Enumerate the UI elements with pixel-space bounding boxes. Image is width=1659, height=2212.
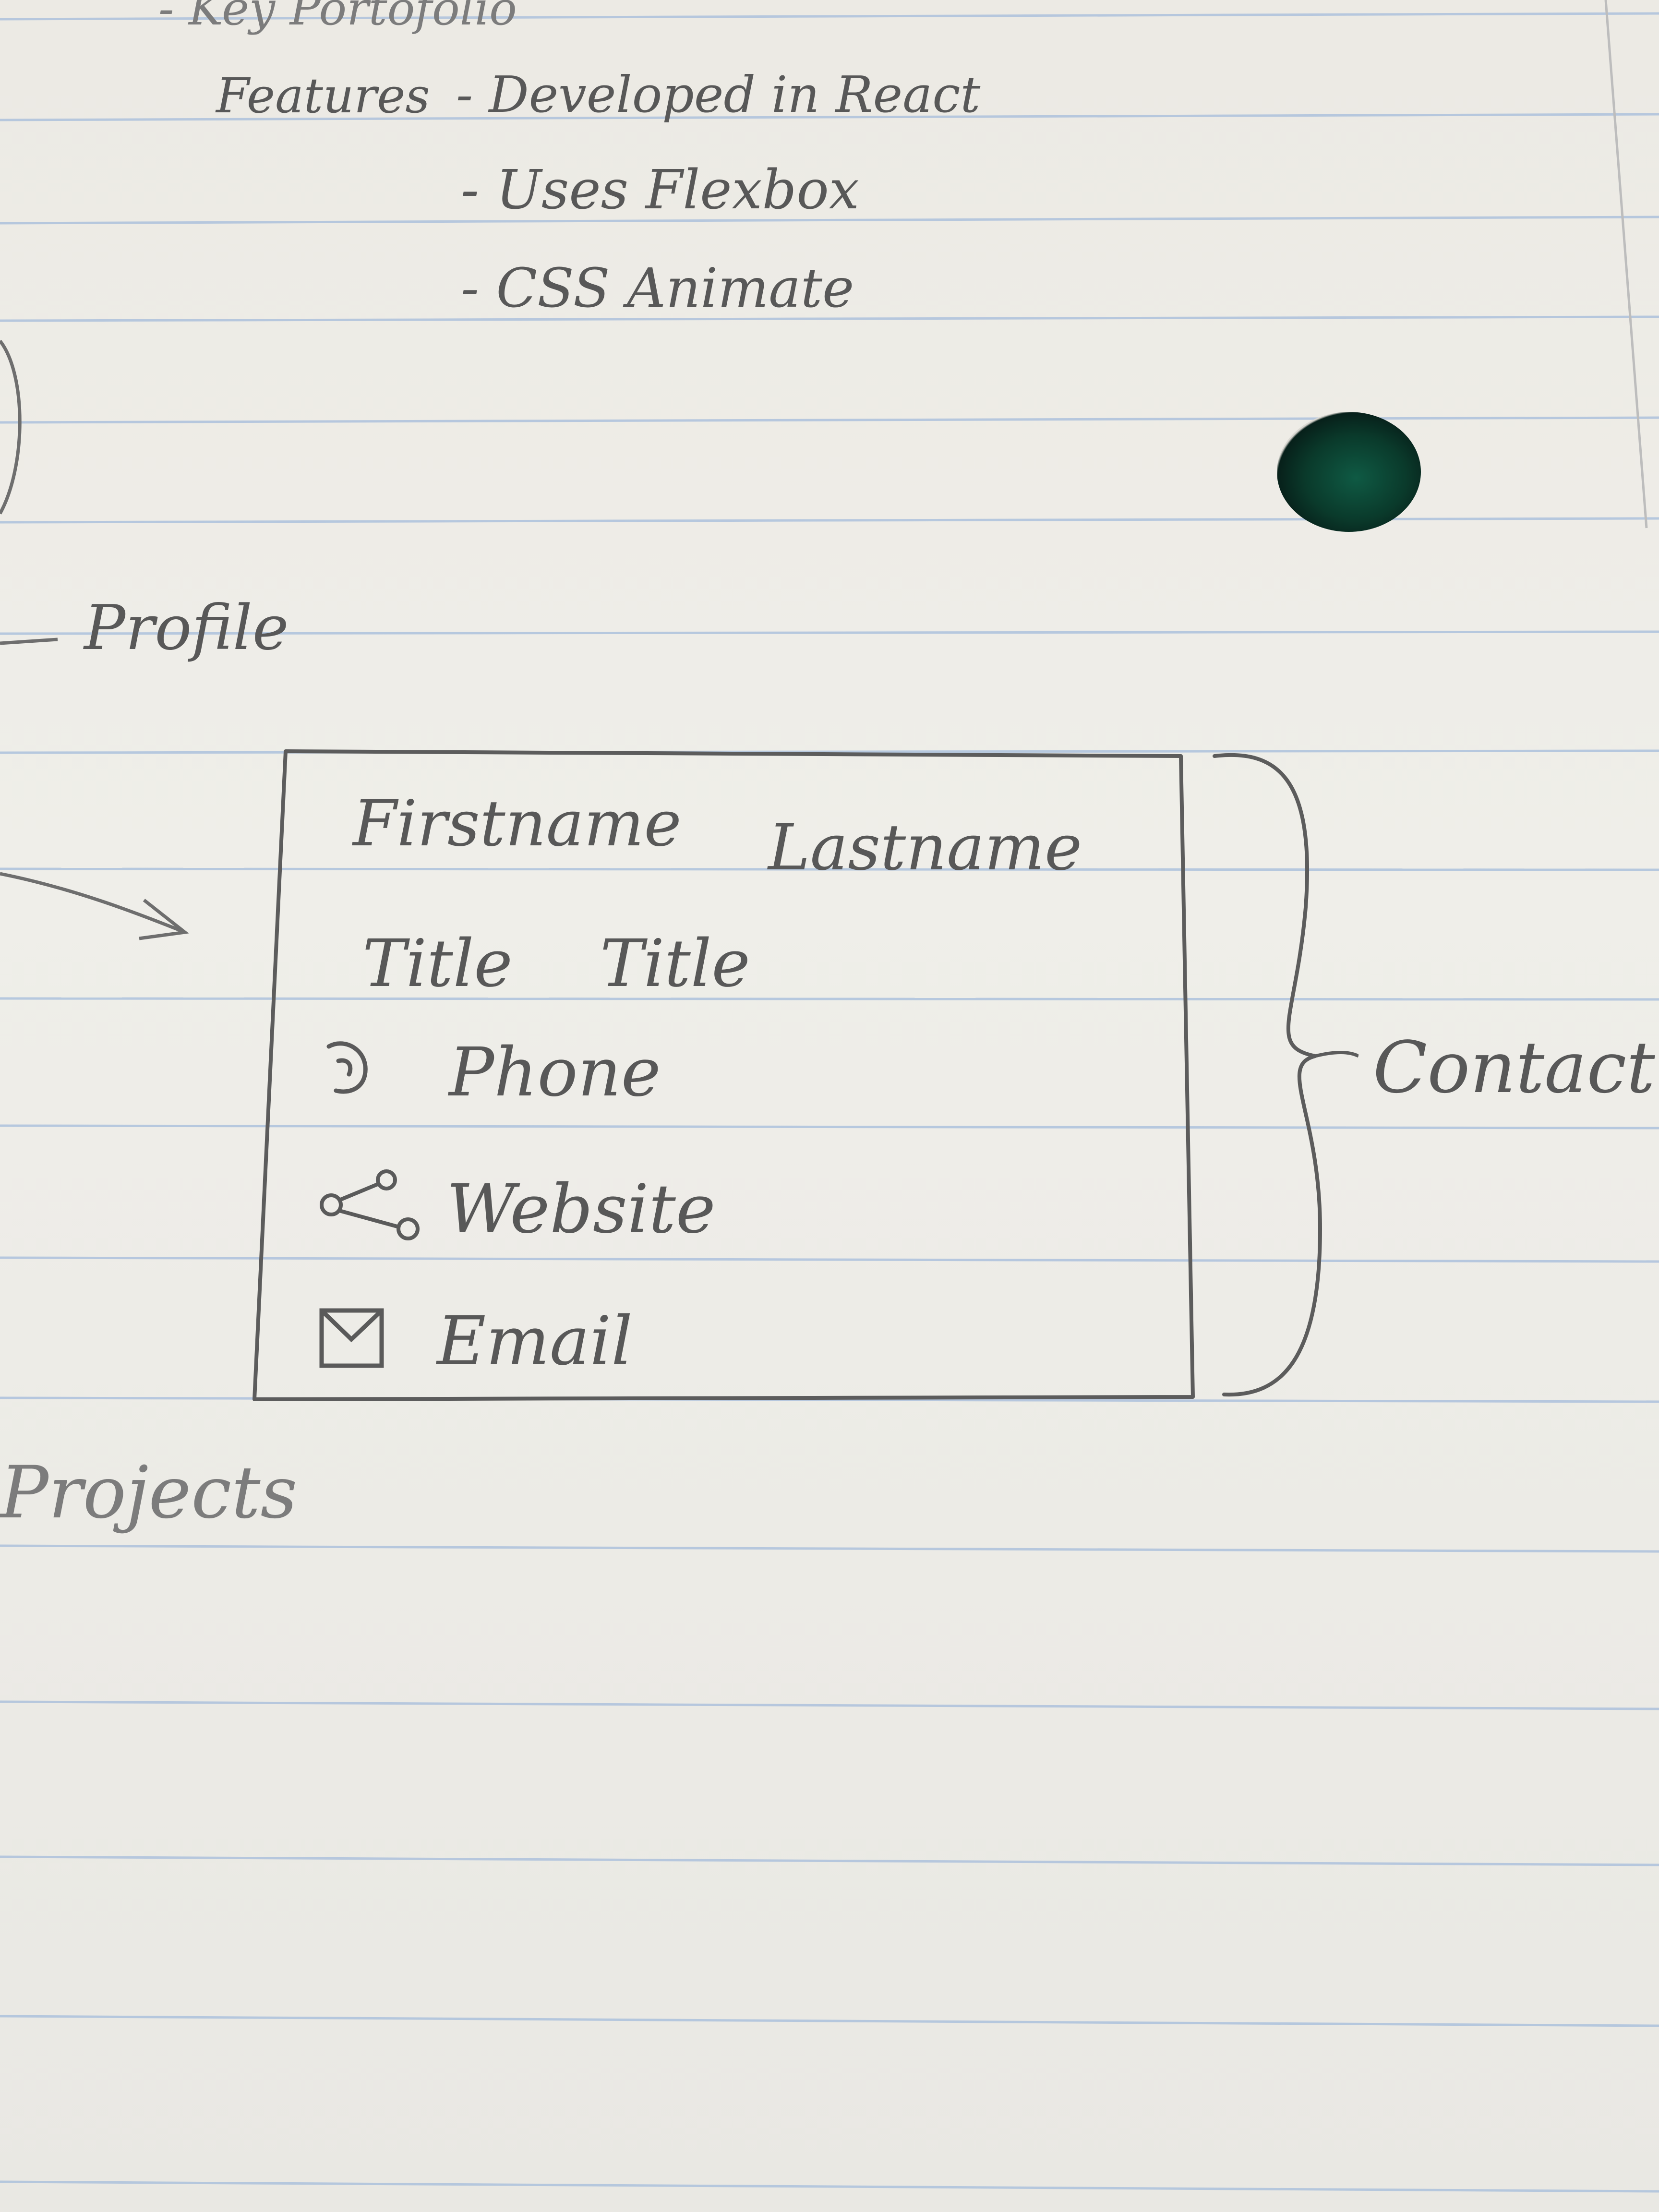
contact-brace (1213, 753, 1358, 1397)
share-icon (320, 1169, 420, 1240)
profile-card-frame (252, 749, 1195, 1401)
card-website: Website (446, 1170, 716, 1249)
profile-connector-lines (0, 339, 189, 940)
card-last-name: Lastname (768, 811, 1082, 885)
projects-label: Projects (0, 1451, 298, 1535)
card-first-name: Firstname (353, 787, 682, 861)
punch-hole (1277, 412, 1421, 532)
feature-item-css: - CSS Animate (461, 257, 854, 320)
feature-item-react: - Developed in React (456, 65, 981, 124)
card-title-2: Title (600, 926, 750, 1002)
card-email: Email (437, 1302, 633, 1381)
contact-label: Contact (1373, 1026, 1655, 1109)
note-top-line: - Key Portofolio (158, 0, 517, 36)
phone-icon (326, 1041, 368, 1094)
profile-label: Profile (84, 592, 289, 664)
features-label: Features (216, 68, 430, 124)
email-icon (319, 1308, 384, 1368)
card-phone: Phone (449, 1034, 661, 1112)
card-title-1: Title (362, 926, 513, 1002)
feature-item-flexbox: - Uses Flexbox (461, 159, 859, 221)
